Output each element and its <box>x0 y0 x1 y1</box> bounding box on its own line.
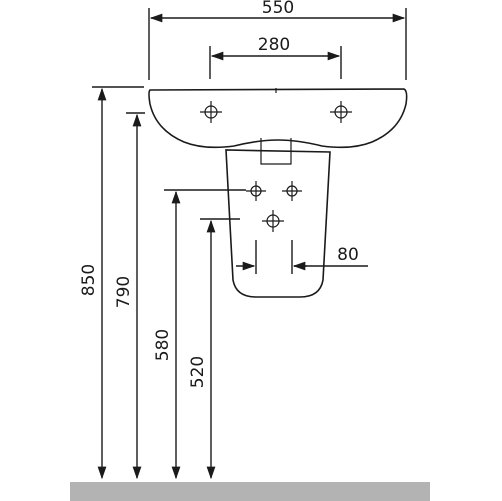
dimension-waste-spacing: 80 <box>236 240 368 274</box>
dimension-label-520: 520 <box>188 356 208 388</box>
dimension-bowl-height: 790 <box>114 112 145 480</box>
floor <box>70 482 430 501</box>
tap-hole-left <box>200 101 222 123</box>
dimension-label-850: 850 <box>79 264 99 296</box>
dimension-tap-spacing: 280 <box>209 35 342 79</box>
dimension-label-790: 790 <box>114 276 134 308</box>
tap-hole-right <box>330 101 352 123</box>
dimension-upper-fixing-height: 580 <box>153 189 246 480</box>
dimension-label-280: 280 <box>258 35 290 55</box>
dimension-lower-fixing-height: 520 <box>188 218 240 480</box>
dimension-label-580: 580 <box>153 329 173 361</box>
dimension-overall-width: 550 <box>148 0 407 80</box>
fixing-hole-left <box>246 181 266 201</box>
dimension-label-550: 550 <box>262 0 294 18</box>
dimension-rim-height: 850 <box>79 86 144 480</box>
fixing-hole-right <box>282 181 302 201</box>
waste-hole <box>262 210 284 232</box>
dimension-label-80: 80 <box>337 245 359 265</box>
basin-outline <box>148 88 408 149</box>
basin-cutout <box>260 138 292 165</box>
